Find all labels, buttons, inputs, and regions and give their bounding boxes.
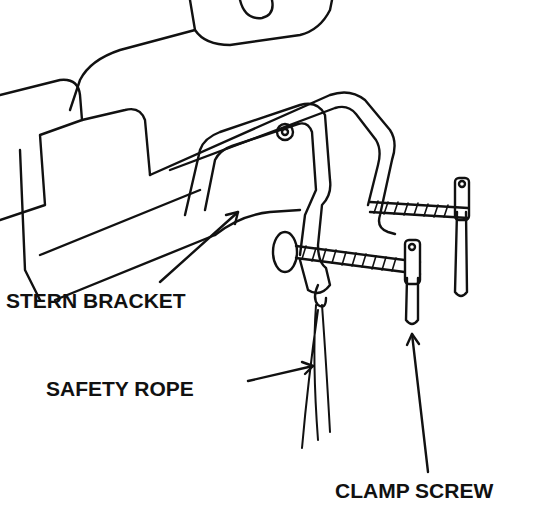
clamp-screw bbox=[296, 246, 420, 274]
bracket-bolt bbox=[282, 129, 288, 135]
part-label: SAFETY ROPE bbox=[46, 378, 194, 399]
clamp-pad bbox=[273, 232, 297, 272]
screw-thread bbox=[374, 201, 448, 217]
transom-board bbox=[40, 190, 200, 255]
leader-arrowhead bbox=[407, 334, 419, 345]
leader-line bbox=[160, 212, 238, 282]
part-label: CLAMP SCREW bbox=[335, 480, 493, 501]
leader-line bbox=[412, 334, 428, 472]
clamp-screw-handle bbox=[455, 212, 467, 296]
motor-housing bbox=[0, 80, 82, 220]
clamp-screw-handle bbox=[406, 278, 418, 324]
stern-bracket bbox=[185, 104, 330, 293]
bracket-bolt bbox=[277, 124, 293, 140]
safety-rope bbox=[315, 285, 326, 306]
motor-housing bbox=[190, 0, 332, 45]
motor-housing bbox=[20, 150, 40, 300]
safety-rope bbox=[302, 305, 330, 448]
stern-bracket bbox=[205, 123, 316, 255]
clamp-screw-head bbox=[459, 181, 465, 187]
clamp-screw bbox=[370, 202, 468, 218]
leader-arrowhead bbox=[226, 212, 238, 224]
motor-housing bbox=[82, 109, 150, 175]
stern-bracket bbox=[170, 107, 380, 205]
leader-line bbox=[248, 366, 313, 381]
leader-arrowhead bbox=[302, 362, 313, 374]
clamp-screw-head bbox=[409, 244, 415, 250]
motor-housing bbox=[240, 0, 273, 18]
part-label: STERN BRACKET bbox=[6, 290, 186, 311]
motor-housing bbox=[70, 30, 195, 110]
screw-thread bbox=[302, 246, 396, 271]
